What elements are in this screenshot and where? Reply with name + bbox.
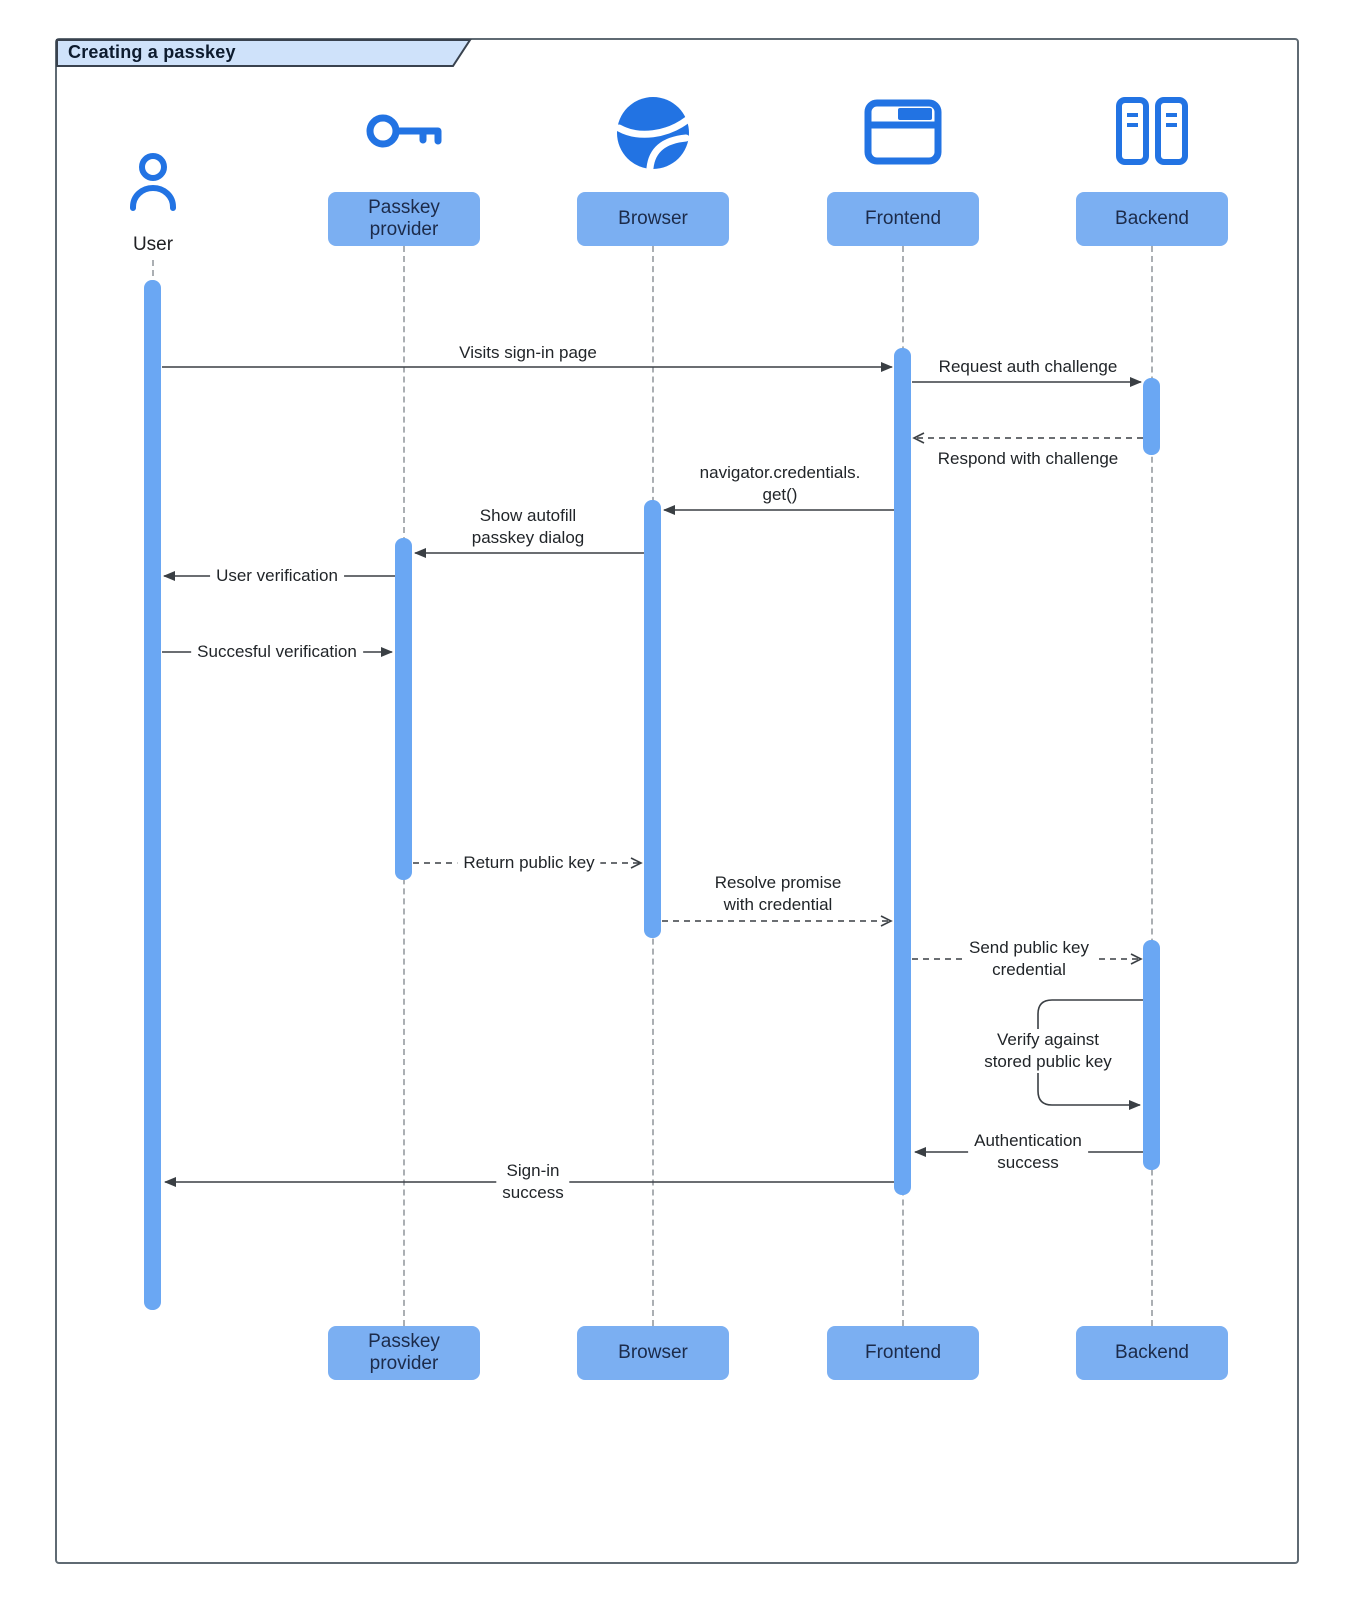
diagram-frame [55,38,1299,1564]
activation-bar-backend-1 [1143,378,1160,455]
activation-bar-frontend [894,348,911,1195]
actor-box-frontend: Frontend [827,192,979,246]
message-label-5: User verification [210,565,344,588]
footer-box-backend: Backend [1076,1326,1228,1380]
globe-icon [615,95,691,176]
message-label-4: Show autofill passkey dialog [471,506,585,548]
message-label-10: Verify against stored public key [978,1029,1118,1074]
footer-box-browser: Browser [577,1326,729,1380]
activation-bar-user [144,280,161,1310]
diagram-title-tab: Creating a passkey [56,39,472,67]
actor-box-browser: Browser [577,192,729,246]
message-label-3: navigator.credentials. get() [699,463,861,505]
title-tab-shape [56,39,472,67]
message-label-7: Return public key [457,852,601,875]
server-icon [1114,96,1190,171]
footer-box-passkey-provider: Passkey provider [328,1326,480,1380]
message-label-0: Visits sign-in page [459,343,597,362]
activation-bar-browser [644,500,661,938]
message-label-9: Send public key credential [962,937,1096,982]
message-label-8: Resolve promise with credential [714,873,842,915]
message-label-11: Authentication success [968,1130,1088,1175]
footer-box-frontend: Frontend [827,1326,979,1380]
actor-label-user: User [132,234,174,255]
actor-box-passkey-provider: Passkey provider [328,192,480,246]
actor-box-backend: Backend [1076,192,1228,246]
window-icon [864,99,942,170]
message-label-1: Request auth challenge [938,357,1118,376]
lifeline-backend [1151,246,1153,1326]
person-icon [125,152,181,217]
key-icon [362,103,446,164]
message-label-6: Succesful verification [191,641,363,664]
activation-bar-backend-2 [1143,940,1160,1170]
message-label-2: Respond with challenge [937,449,1119,468]
activation-bar-passkey-provider [395,538,412,880]
message-label-12: Sign-in success [496,1160,570,1205]
diagram-title: Creating a passkey [68,42,236,62]
